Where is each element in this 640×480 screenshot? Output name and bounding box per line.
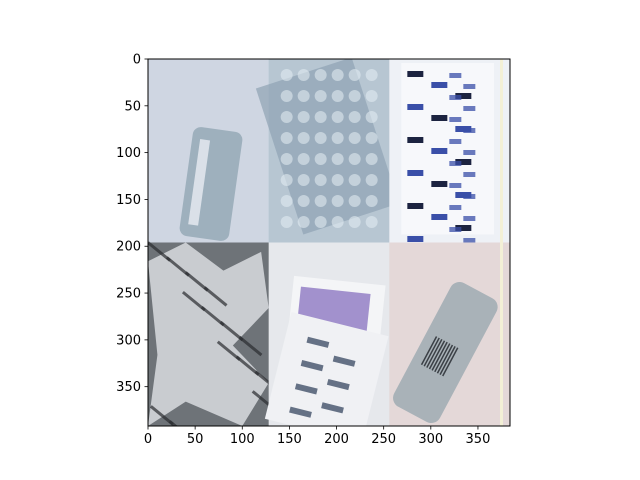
- x-axis: 0 50 100 150 200 250 300 350: [144, 426, 491, 447]
- x-tick-label: 200: [324, 432, 349, 447]
- image-panel-plastic-bottle: [389, 242, 510, 426]
- x-tick-label: 350: [466, 432, 491, 447]
- panel-object-folded-magazine: [264, 275, 389, 426]
- panel-object-printed-paper: [401, 59, 503, 243]
- image-panel-bubble-wrap: [255, 59, 400, 243]
- y-tick-label: 50: [124, 99, 141, 114]
- x-tick-label: 50: [187, 432, 204, 447]
- x-tick-label: 300: [418, 432, 443, 447]
- x-tick-label: 250: [371, 432, 396, 447]
- x-tick-label: 0: [144, 432, 152, 447]
- panel-object-plastic-bottle: [393, 242, 503, 426]
- y-tick-label: 0: [133, 53, 141, 68]
- y-tick-label: 350: [116, 380, 141, 395]
- axes-frame: [147, 58, 511, 427]
- image-panel-aluminum-foil: [148, 241, 279, 426]
- image-panel-glass-bottle: [148, 59, 270, 243]
- y-tick-label: 200: [116, 240, 141, 255]
- panel-object-aluminum-foil: [148, 241, 279, 426]
- image-mosaic: [148, 59, 510, 426]
- y-tick-label: 250: [116, 287, 141, 302]
- panel-object-bubble-wrap: [255, 59, 400, 235]
- x-tick-label: 150: [277, 432, 302, 447]
- y-tick-label: 300: [116, 333, 141, 348]
- panel-object-glass-bottle: [179, 127, 243, 241]
- x-tick-label: 100: [230, 432, 255, 447]
- image-panel-folded-magazine: [264, 242, 390, 426]
- y-axis: 0 50 100 150 200 250 300 350: [116, 53, 148, 395]
- y-tick-label: 100: [116, 146, 141, 161]
- image-panel-printed-paper: [389, 59, 510, 243]
- y-tick-label: 150: [116, 193, 141, 208]
